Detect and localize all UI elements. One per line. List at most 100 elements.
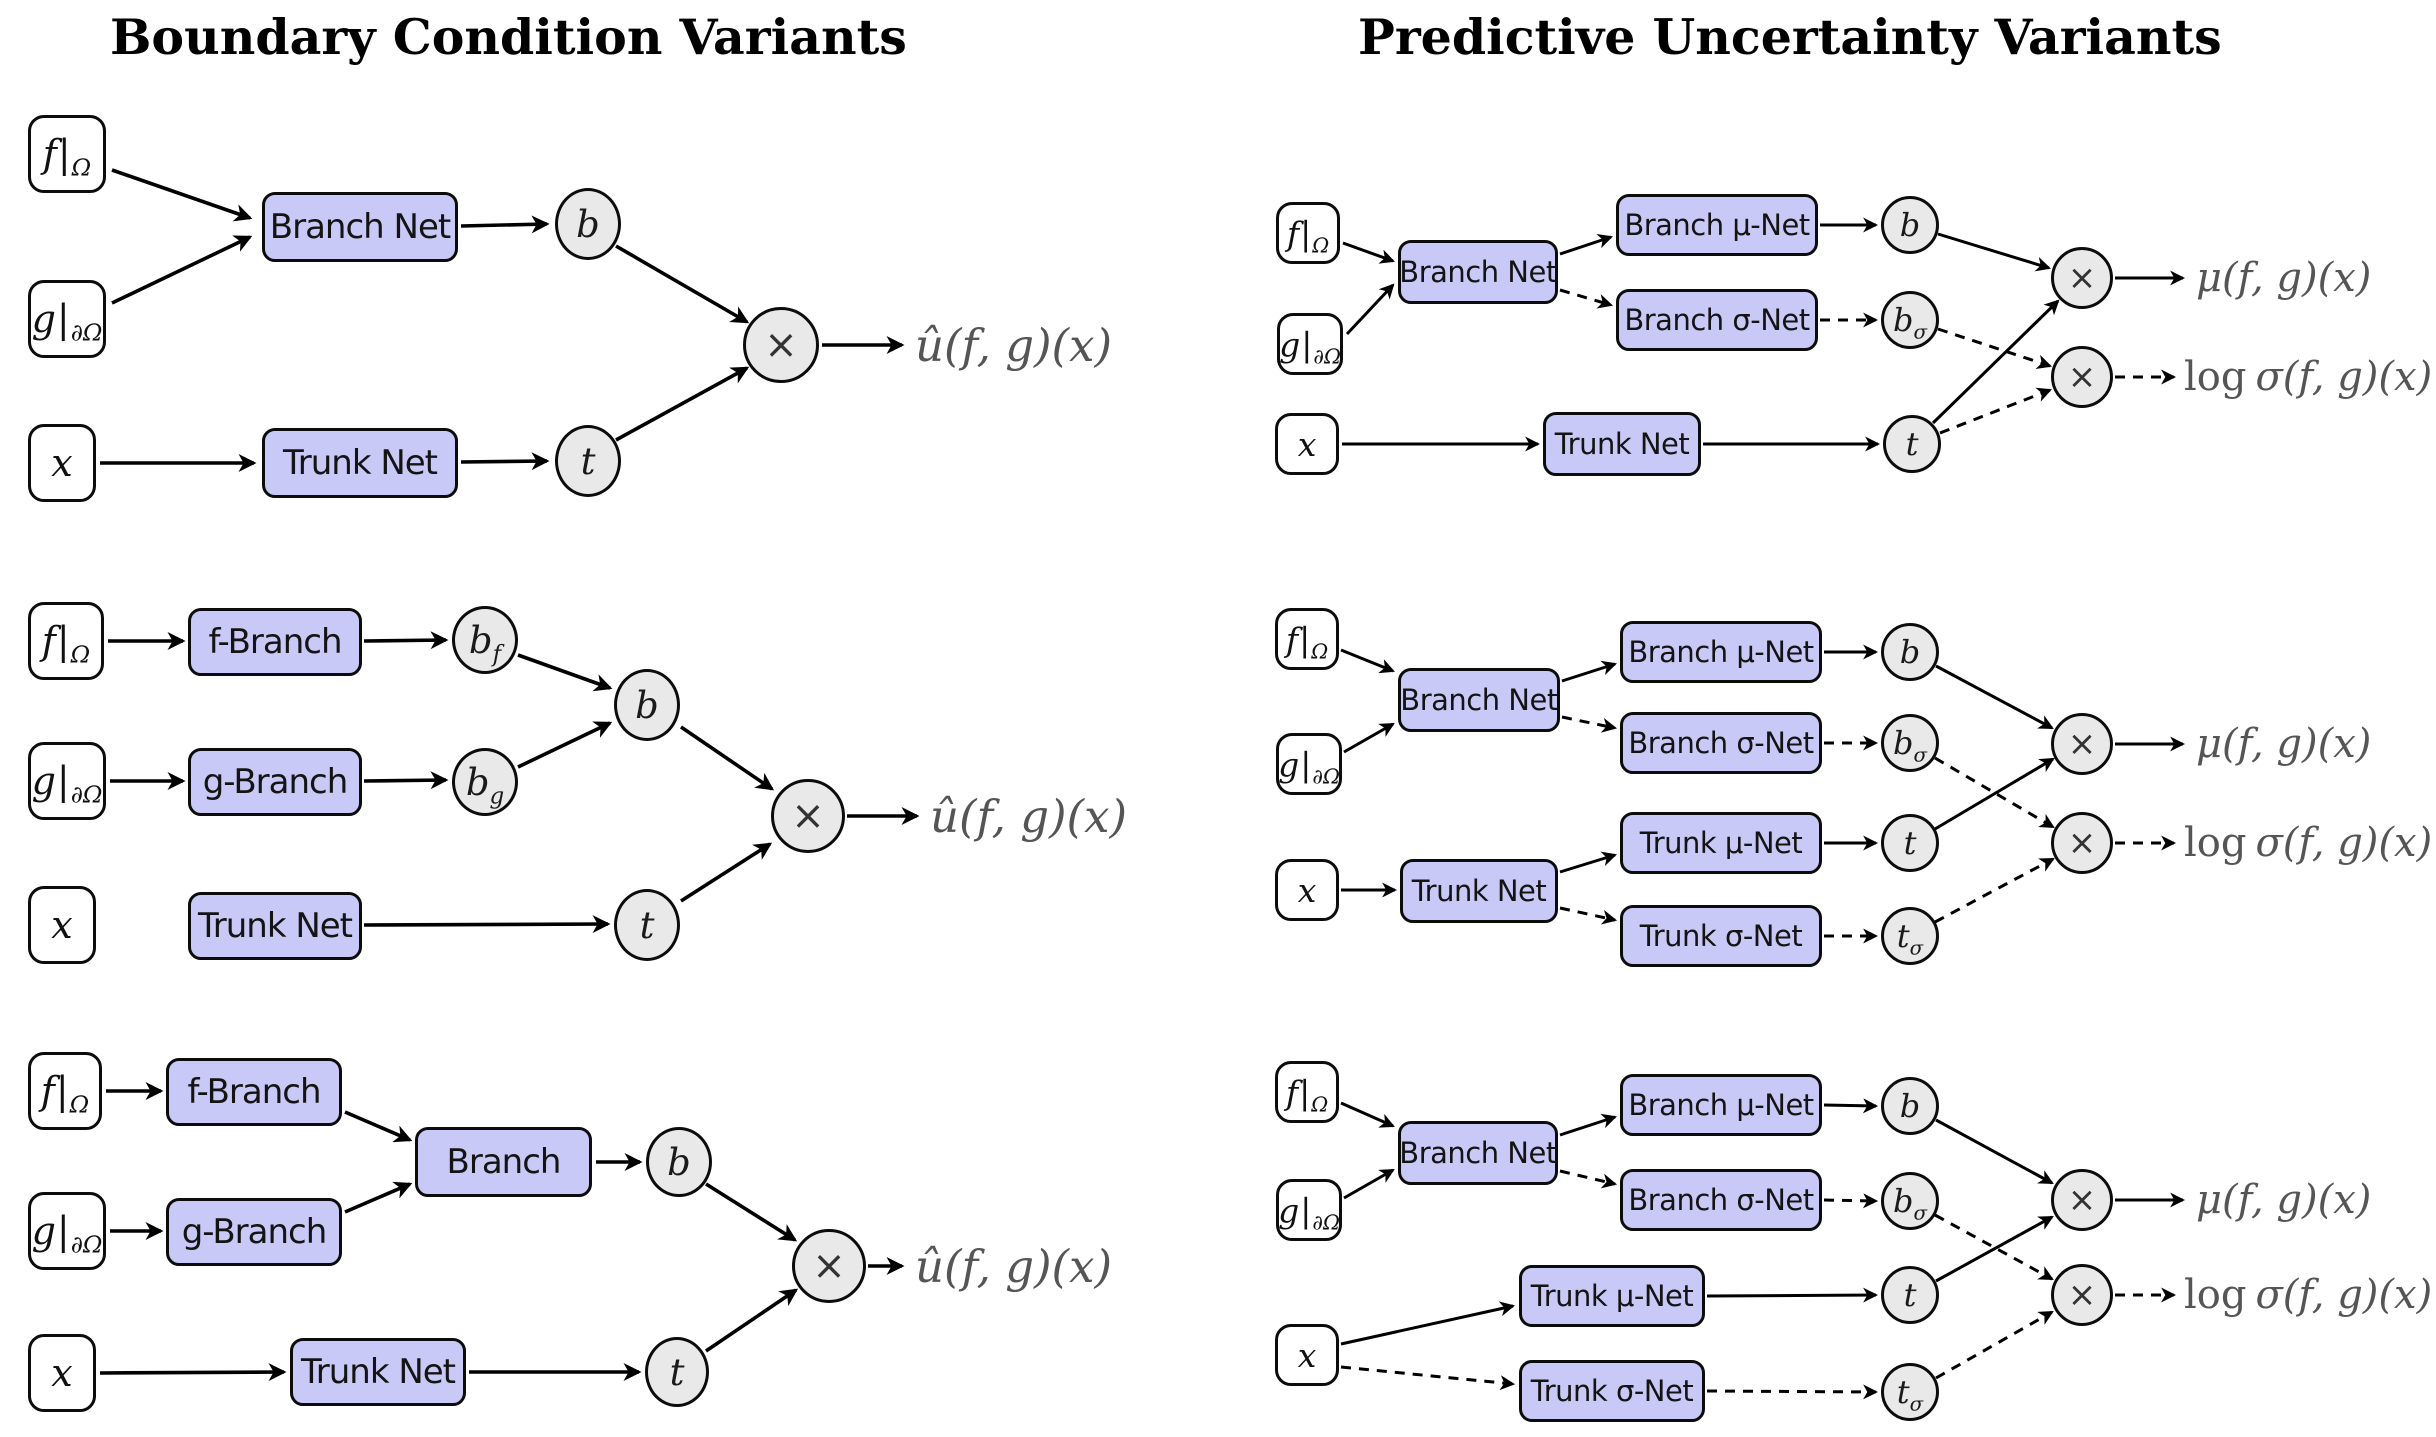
bg-main: b <box>465 760 490 804</box>
pu2-input-f: f|Ω <box>1275 608 1339 670</box>
pu1-edge-f-to-branch-net <box>1342 241 1395 264</box>
pu1-multiply-mu-node: × <box>2051 247 2113 309</box>
pu3-edge-b-to-times-mu <box>1935 1118 2054 1185</box>
bc2-input-x: x <box>28 886 96 964</box>
bc2-edge-trunk-net-to-t <box>363 915 611 934</box>
bc2-t-node: t <box>614 889 680 961</box>
pu3-branch-net-box: Branch Net <box>1398 1121 1558 1185</box>
bc3-edge-f-branch-to-branch <box>344 1110 413 1143</box>
bc2-edge-bg-to-b <box>517 721 613 769</box>
pu3-input-g: g|∂Ω <box>1276 1179 1342 1241</box>
trunk-net-label: Trunk Net <box>1411 874 1547 908</box>
pu2-branch-mu-box: Branch μ-Net <box>1620 621 1822 683</box>
t-label: t <box>580 439 596 483</box>
pu3-trunk-sigma-box: Trunk σ-Net <box>1519 1360 1705 1422</box>
branch-sigma-label: Branch σ-Net <box>1628 1183 1814 1217</box>
pu2-multiply-mu-node: × <box>2051 713 2113 775</box>
x-label: x <box>51 903 73 947</box>
pu2-edge-branch-net-to-branch-sigma <box>1561 715 1618 733</box>
g-bar: | <box>56 297 70 341</box>
bc3-multiply-node: × <box>792 1229 866 1303</box>
pu3-edge-f-to-branch-net <box>1340 1101 1395 1128</box>
f-main: f <box>42 132 57 176</box>
pu3-edge-trunk-sigma-to-tsigma <box>1706 1384 1879 1400</box>
branch-mu-label: Branch μ-Net <box>1628 1088 1814 1122</box>
pu3-multiply-mu-node: × <box>2051 1169 2113 1231</box>
pu3-edge-branch-mu-to-b <box>1823 1098 1879 1114</box>
branch-label: Branch <box>446 1142 562 1182</box>
bc2-trunk-net-box: Trunk Net <box>188 892 362 960</box>
pu2-edge-f-to-branch-net <box>1340 648 1395 674</box>
trunk-mu-label: Trunk μ-Net <box>1639 826 1803 860</box>
u-hat-text: û(f, g)(x) <box>930 789 1128 843</box>
bc3-trunk-net-box: Trunk Net <box>290 1338 466 1406</box>
pu2-edge-trunk-net-to-trunk-mu <box>1559 851 1618 874</box>
pu1-input-g: g|∂Ω <box>1277 313 1343 375</box>
bc1-input-g: g|∂Ω <box>28 280 106 358</box>
b-label: b <box>635 683 659 727</box>
bc3-t-node: t <box>645 1337 709 1407</box>
pu2-trunk-net-box: Trunk Net <box>1400 859 1558 923</box>
sigma-text: σ(f, g)(x) <box>2255 1272 2433 1318</box>
g-sub: ∂Ω <box>1312 764 1340 789</box>
u-hat-text: û(f, g)(x) <box>915 1239 1113 1293</box>
f-bar: | <box>56 619 70 663</box>
pu1-input-f: f|Ω <box>1276 202 1340 264</box>
pu1-edge-branch-net-to-branch-sigma <box>1559 288 1614 309</box>
trunk-net-label: Trunk Net <box>282 443 438 483</box>
g-sub: ∂Ω <box>70 318 103 347</box>
mu-text: μ(f, g)(x) <box>2196 721 2372 767</box>
f-sub: Ω <box>70 640 91 669</box>
g-bar: | <box>1300 744 1312 784</box>
f-main: f <box>1286 213 1300 253</box>
bc2-multiply-node: × <box>771 779 845 853</box>
f-sub: Ω <box>1311 639 1329 664</box>
f-bar: | <box>57 132 71 176</box>
bc2-g-branch-box: g-Branch <box>188 748 362 816</box>
bc2-edge-b-to-times <box>679 725 775 791</box>
pu1-edge-g-to-branch-net <box>1345 283 1395 336</box>
bc2-bg-node: bg <box>452 748 518 816</box>
sigma-text: σ(f, g)(x) <box>2255 354 2433 400</box>
pu3-edge-bsigma-to-times-sigma <box>1934 1213 2054 1281</box>
tsigma-sub: σ <box>1909 936 1924 960</box>
t-label: t <box>1903 1276 1917 1314</box>
pu3-b-node: b <box>1881 1077 1939 1135</box>
bc3-input-f: f|Ω <box>28 1052 102 1130</box>
trunk-net-label: Trunk Net <box>300 1352 456 1392</box>
pu2-trunk-sigma-box: Trunk σ-Net <box>1620 905 1822 967</box>
x-label: x <box>1297 870 1317 910</box>
pu3-input-x: x <box>1275 1324 1339 1386</box>
x-label: x <box>51 1351 73 1395</box>
x-label: x <box>1297 424 1317 464</box>
branch-mu-label: Branch μ-Net <box>1624 208 1810 242</box>
g-sub: ∂Ω <box>1312 1210 1340 1235</box>
f-branch-label: f-Branch <box>208 622 342 662</box>
pu3-branch-sigma-box: Branch σ-Net <box>1620 1169 1822 1231</box>
f-branch-label: f-Branch <box>187 1072 321 1112</box>
g-bar: | <box>56 759 70 803</box>
bc1-edge-f-to-branch-net <box>111 168 253 222</box>
pu3-edge-g-to-branch-net <box>1343 1168 1395 1200</box>
g-main: g <box>31 1209 56 1253</box>
times-icon: × <box>2067 724 2097 764</box>
trunk-mu-label: Trunk μ-Net <box>1530 1279 1694 1313</box>
pu3-edge-x-to-trunk-sigma <box>1340 1365 1516 1391</box>
branch-net-label: Branch Net <box>1400 683 1558 717</box>
f-bar: | <box>55 1069 69 1113</box>
bc1-edge-b-to-times <box>615 244 750 324</box>
bsigma-sub: σ <box>1913 320 1928 344</box>
times-icon: × <box>2067 1180 2097 1220</box>
pu3-bsigma-node: bσ <box>1881 1172 1939 1230</box>
pu3-mu-output-label: μ(f, g)(x) <box>2196 1170 2371 1230</box>
f-bar: | <box>1299 619 1311 659</box>
bc3-output-label: û(f, g)(x) <box>915 1234 1112 1298</box>
bc2-b-node: b <box>614 669 680 741</box>
bc2-edge-t-to-times <box>680 842 773 903</box>
pu3-tsigma-node: tσ <box>1881 1363 1939 1421</box>
bc3-f-branch-box: f-Branch <box>166 1058 342 1126</box>
branch-net-label: Branch Net <box>1399 255 1557 289</box>
